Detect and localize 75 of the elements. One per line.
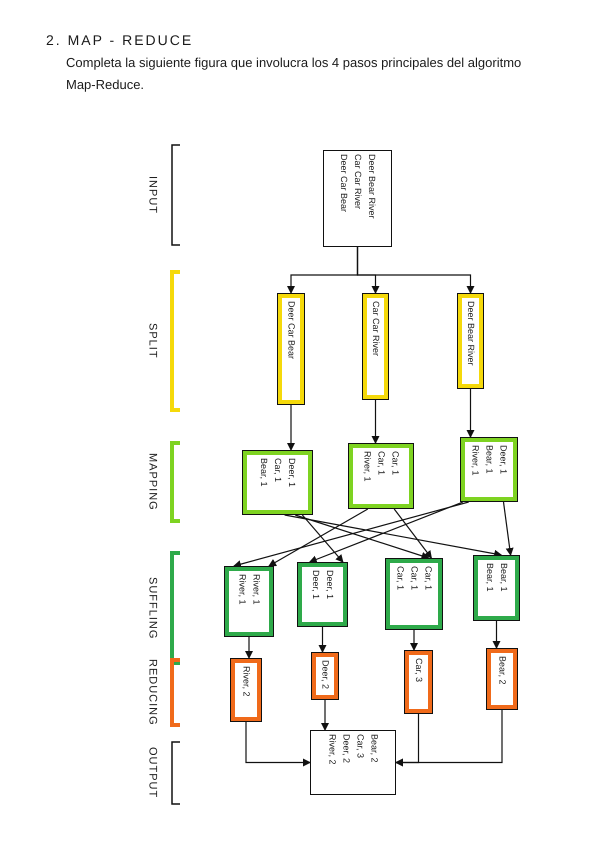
stage-box: [460, 437, 518, 502]
arrow: [233, 501, 469, 568]
stage-box: [404, 650, 433, 714]
stage-box: [457, 293, 484, 389]
stage-label: SPLIT: [145, 323, 160, 359]
box-text: River, 1: [236, 574, 248, 605]
arrow: [466, 389, 474, 438]
stage-box: [486, 648, 518, 710]
box-text: Deer, 1: [498, 445, 508, 474]
arrow: [372, 400, 380, 444]
box-text: Deer Bear River: [366, 154, 377, 219]
data-box: [310, 730, 396, 795]
arrow: [321, 700, 329, 731]
arrow: [318, 627, 326, 653]
box-text: Bear, 2: [496, 656, 508, 685]
stage-box: [297, 562, 348, 627]
box-text: Car, 1: [376, 451, 386, 476]
box-text: Bear, 2: [368, 734, 380, 763]
box-text: Deer, 1: [310, 570, 321, 600]
stage-box: [224, 566, 274, 637]
stage-box: [473, 555, 520, 621]
data-box: [323, 150, 392, 247]
box-text: Deer Car Bear: [286, 301, 296, 360]
box-text: Car, 3: [354, 734, 366, 758]
arrow: [302, 514, 344, 563]
stage-box: [348, 443, 414, 509]
stage-label: SUFFLING: [145, 576, 160, 640]
arrow: [492, 621, 500, 649]
arrow: [287, 405, 295, 451]
box-text: Bear, 1: [484, 445, 494, 474]
box-text: Car, 1: [390, 451, 400, 476]
stage-box: [362, 293, 389, 400]
title: 2. MAP - REDUCE: [46, 31, 194, 50]
box-text: Deer Car Bear: [338, 154, 349, 212]
stage-label: MAPPING: [145, 453, 160, 511]
box-text: Bear, 1: [258, 458, 269, 487]
box-text: Deer, 2: [340, 734, 352, 764]
arrow: [394, 508, 432, 559]
box-text: Car, 1: [272, 458, 283, 482]
box-text: Bear, 1: [498, 563, 509, 592]
arrow: [284, 514, 502, 558]
box-text: Car Car River: [370, 301, 381, 356]
stage-box: [242, 450, 313, 515]
box-text: River, 1: [362, 451, 372, 482]
instruction-text: Completa la siguiente figura que involucra los 4 pasos principales del algoritmo Map-Reduce.: [66, 54, 522, 94]
box-text: Bear, 1: [484, 563, 495, 592]
box-text: River, 1: [250, 574, 262, 605]
stage-label: REDUCING: [145, 659, 160, 726]
box-text: Deer Bear River: [465, 301, 476, 366]
box-text: Deer, 1: [286, 458, 297, 488]
arrow: [245, 637, 253, 659]
arrow: [356, 247, 474, 294]
box-text: Car, 1: [408, 566, 420, 590]
arrow: [410, 630, 418, 651]
stage-box: [385, 558, 443, 630]
box-text: Car, 3: [413, 658, 424, 682]
arrow: [308, 501, 464, 564]
box-text: Car, 1: [394, 566, 406, 590]
box-text: River, 2: [326, 734, 338, 765]
stage-box: [311, 652, 339, 700]
stage-label: OUTPUT: [145, 747, 160, 799]
arrow: [268, 508, 368, 567]
box-text: Car Car River: [352, 154, 363, 210]
stage-box: [277, 293, 305, 405]
stage-label: INPUT: [145, 176, 160, 214]
box-text: Deer, 1: [324, 570, 335, 600]
box-text: Car, 1: [422, 566, 434, 590]
arrow: [245, 722, 311, 766]
stage-box: [230, 658, 262, 722]
arrow: [395, 710, 503, 766]
arrow: [502, 502, 514, 556]
box-text: Deer, 2: [320, 660, 330, 690]
box-text: River, 1: [470, 445, 480, 476]
box-text: River, 2: [240, 666, 252, 697]
arrow: [295, 514, 430, 560]
